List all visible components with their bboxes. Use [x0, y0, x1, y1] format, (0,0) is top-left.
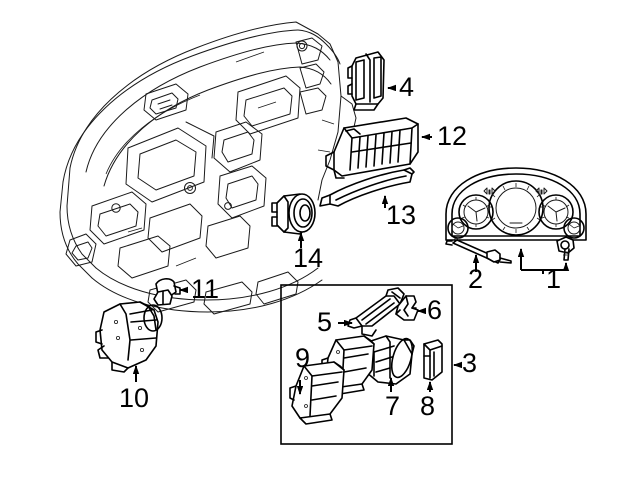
callout-label-2: 2	[468, 264, 484, 294]
callout-label-9: 9	[295, 343, 311, 373]
bulb-socket-holder	[347, 287, 405, 337]
callout-label-11: 11	[191, 274, 220, 304]
door-control-switch	[95, 301, 163, 373]
multi-button-switch-panel	[325, 117, 419, 179]
retaining-clip	[395, 295, 419, 321]
callout-label-10: 10	[119, 383, 150, 413]
instrument-panel-main-body	[59, 21, 357, 315]
callout-label-13: 13	[386, 200, 417, 230]
curved-trim-strip	[319, 167, 415, 207]
cluster-screw	[556, 236, 575, 261]
callout-label-12: 12	[437, 121, 468, 151]
wedge-switch-module	[347, 51, 385, 111]
callout-label-1: 1	[546, 264, 562, 294]
small-knob-cap	[153, 278, 181, 306]
inset-box-assembly	[280, 284, 453, 445]
switch-block-pair	[289, 335, 375, 425]
flat-blade-terminal	[423, 339, 443, 381]
callout-label-14: 14	[293, 243, 324, 273]
callout-arrow-1	[517, 248, 570, 274]
callout-label-5: 5	[317, 307, 333, 337]
cluster-pin-rod	[445, 239, 512, 264]
callout-label-6: 6	[427, 295, 443, 325]
callout-label-7: 7	[385, 391, 401, 421]
callout-label-3: 3	[462, 348, 478, 378]
callout-label-8: 8	[420, 391, 436, 421]
callout-label-4: 4	[399, 72, 415, 102]
instrument-cluster	[445, 167, 587, 242]
ignition-barrel-switch	[271, 193, 316, 235]
